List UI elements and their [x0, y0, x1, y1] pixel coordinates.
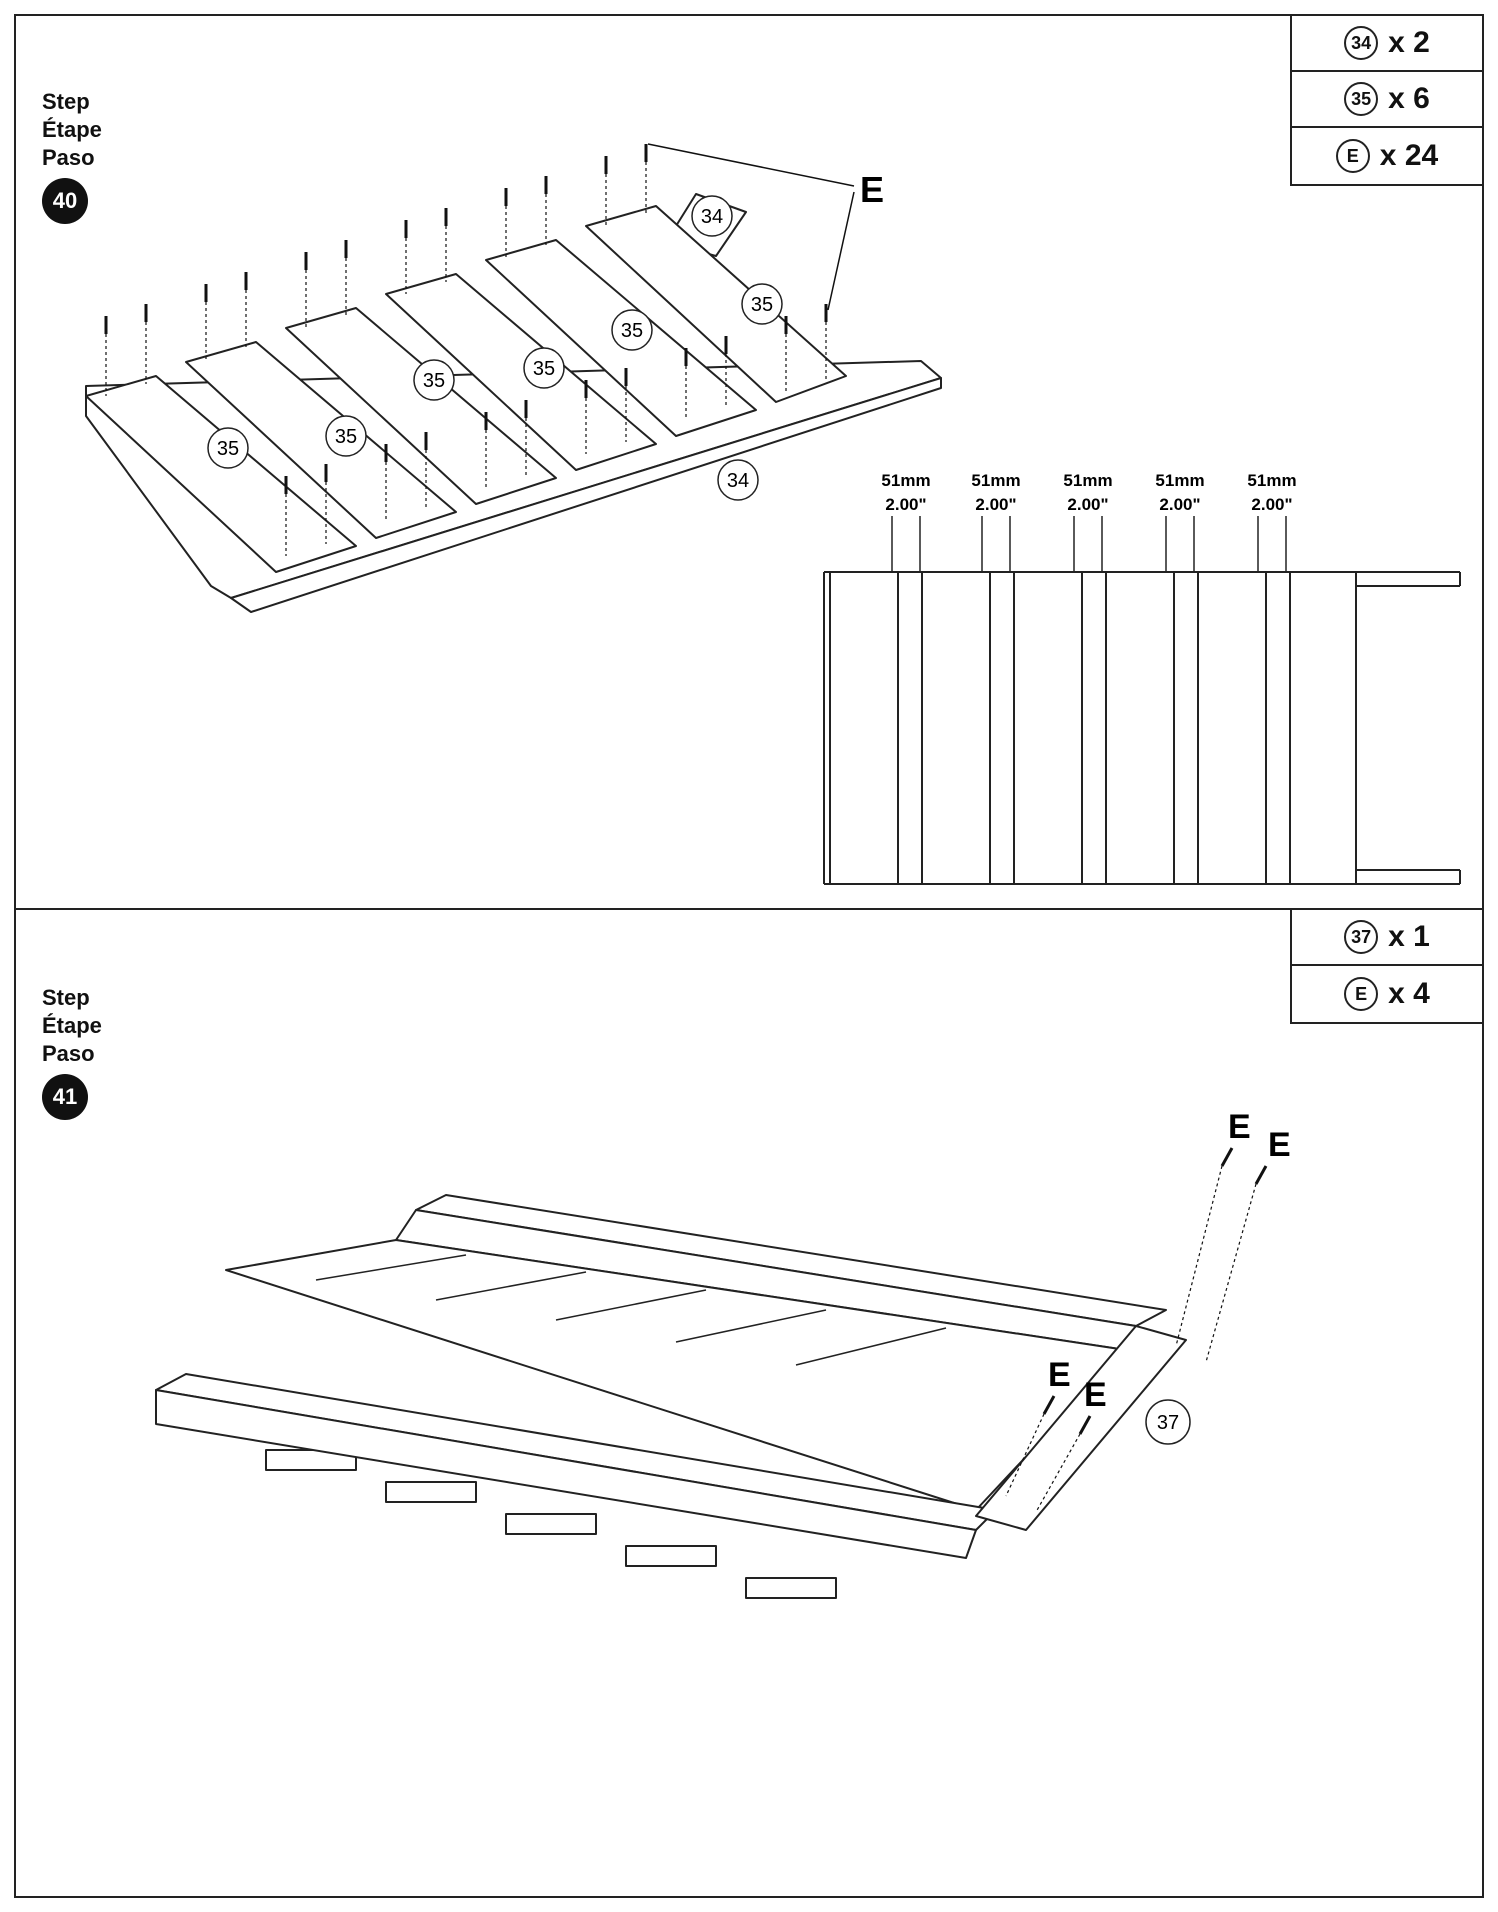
spacing-in: 2.00"	[1067, 495, 1108, 514]
step-label-en: Step	[42, 985, 90, 1010]
part-id-badge: E	[1335, 139, 1370, 173]
screw-callout: E	[860, 169, 884, 210]
screw-icon	[1220, 1147, 1234, 1167]
screw-callout: E	[1228, 1108, 1251, 1146]
screw-icon	[1042, 1395, 1056, 1415]
slat	[85, 375, 357, 573]
spacing-in: 2.00"	[975, 495, 1016, 514]
screw-callout: E	[1084, 1376, 1107, 1414]
part-callout: 35	[751, 294, 773, 316]
spacing-in: 2.00"	[1251, 495, 1292, 514]
part-id-badge: 35	[1344, 82, 1379, 116]
step-label-en: Step	[42, 89, 90, 114]
support-block	[745, 1577, 837, 1599]
front-rail-side	[230, 377, 942, 613]
front-rail-face	[155, 1389, 977, 1559]
step-number-badge: 41	[42, 1074, 88, 1120]
support-block	[385, 1481, 477, 1503]
spacing-mm: 51mm	[1063, 471, 1112, 490]
part-callout: 35	[533, 358, 555, 380]
part-id-badge: E	[1344, 977, 1379, 1011]
parts-row: 34 x 2	[1292, 16, 1482, 72]
part-callout: 35	[335, 426, 357, 448]
part-quantity: x 24	[1379, 139, 1439, 172]
part-callout: 35	[423, 370, 445, 392]
step-41-label: Step Étape Paso	[42, 984, 102, 1068]
slat	[185, 341, 457, 539]
spacing-mm: 51mm	[1155, 471, 1204, 490]
parts-row: 37 x 1	[1292, 910, 1482, 966]
screws-group	[104, 144, 828, 494]
parts-row: 35 x 6	[1292, 72, 1482, 128]
spacing-mm: 51mm	[881, 471, 930, 490]
step-40-diagram: E 34 35 35 35 35 35 35 34	[85, 143, 1461, 885]
part-quantity: x 6	[1388, 82, 1430, 115]
spacing-detail: 51mm 2.00" 51mm 2.00" 51mm 2.00" 51mm 2.…	[823, 471, 1461, 885]
screw-guides	[105, 162, 827, 556]
step-41-panel: Step Étape Paso 41 37 x 1 E x 4	[14, 908, 1484, 1898]
parts-row: E x 24	[1292, 128, 1482, 184]
screw-callout: E	[1268, 1126, 1291, 1164]
part-id-badge: 34	[1344, 26, 1379, 60]
parts-list: 37 x 1 E x 4	[1290, 908, 1484, 1024]
part-quantity: x 2	[1388, 26, 1430, 59]
parts-list: 34 x 2 35 x 6 E x 24	[1290, 14, 1484, 186]
part-id-badge: 37	[1344, 920, 1379, 954]
spacing-mm: 51mm	[971, 471, 1020, 490]
screw-icon	[1254, 1165, 1268, 1185]
end-board	[975, 1325, 1187, 1531]
spacing-in: 2.00"	[885, 495, 926, 514]
slat	[285, 307, 557, 505]
step-label-fr: Étape	[42, 1013, 102, 1038]
parts-row: E x 4	[1292, 966, 1482, 1022]
step-label-es: Paso	[42, 145, 95, 170]
part-callout: 37	[1157, 1412, 1179, 1434]
step-label-fr: Étape	[42, 117, 102, 142]
part-quantity: x 1	[1388, 920, 1430, 953]
step-41-diagram: E E E E 37	[155, 1108, 1291, 1599]
part-callout: 35	[621, 320, 643, 342]
spacing-in: 2.00"	[1159, 495, 1200, 514]
step-label-es: Paso	[42, 1041, 95, 1066]
support-block	[625, 1545, 717, 1567]
screw-icon	[1078, 1415, 1092, 1435]
part-quantity: x 4	[1388, 977, 1430, 1010]
slat	[585, 205, 847, 403]
part-callout: 34	[701, 206, 723, 228]
support-block	[505, 1513, 597, 1535]
spacing-mm: 51mm	[1247, 471, 1296, 490]
part-callout: 34	[727, 470, 749, 492]
slat	[385, 273, 657, 471]
step-40-label: Step Étape Paso	[42, 88, 102, 172]
part-callout: 35	[217, 438, 239, 460]
step-number-badge: 40	[42, 178, 88, 224]
screw-callout: E	[1048, 1356, 1071, 1394]
step-40-panel: Step Étape Paso 40 34 x 2 35 x 6 E x 24	[14, 14, 1484, 910]
